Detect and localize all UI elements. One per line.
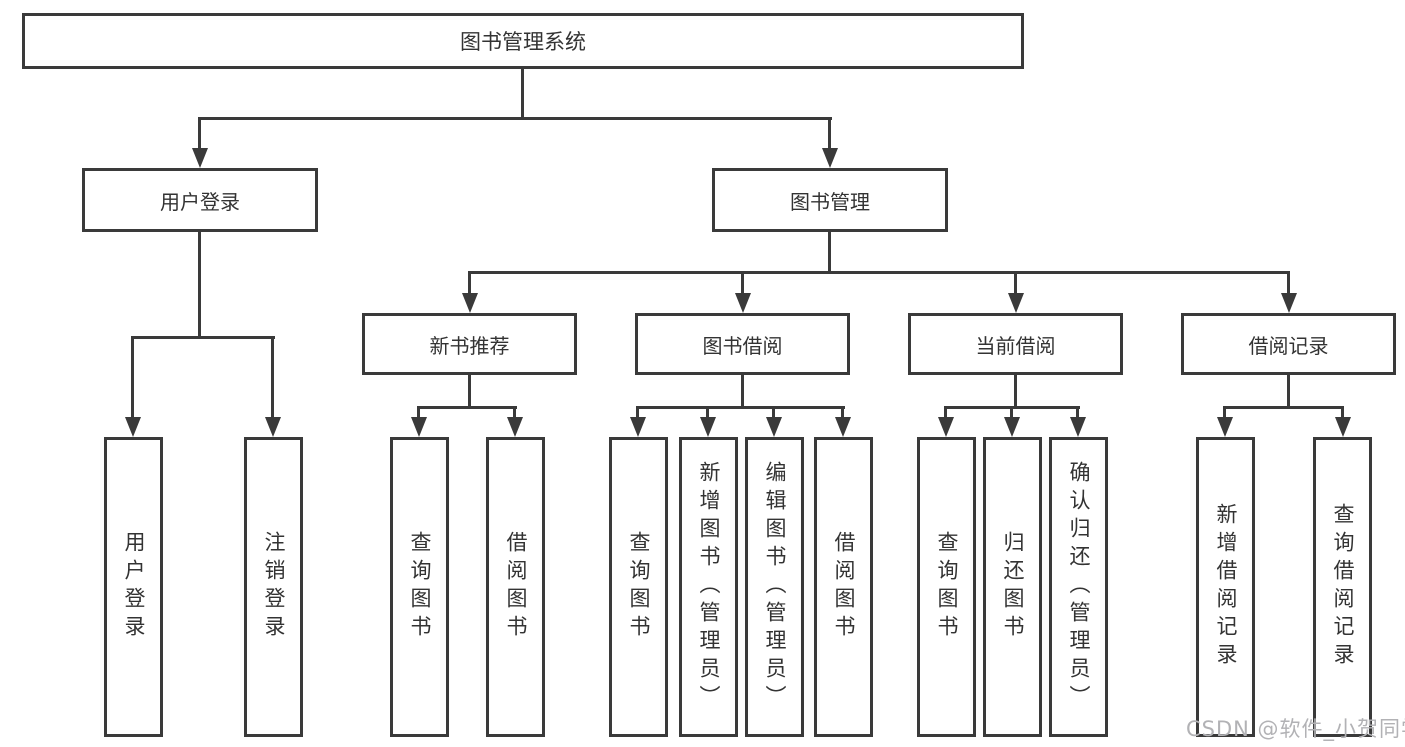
node-leaf-borrow-books-recommend: 借阅图书	[486, 437, 545, 737]
arrowhead-icon	[192, 148, 208, 168]
connector-line	[271, 336, 274, 417]
connector-line	[706, 406, 709, 417]
node-leaf-user-login: 用户登录	[104, 437, 163, 737]
connector-line	[1014, 271, 1017, 293]
connector-line	[636, 406, 845, 409]
connector-line	[131, 336, 134, 417]
connector-line	[513, 406, 516, 417]
connector-line	[1287, 271, 1290, 293]
connector-line	[772, 406, 775, 417]
arrowhead-icon	[1281, 293, 1297, 313]
node-leaf-confirm-return-admin: 确认归还（管理员）	[1049, 437, 1108, 737]
connector-line	[944, 406, 947, 417]
arrowhead-icon	[462, 293, 478, 313]
node-leaf-logout: 注销登录	[244, 437, 303, 737]
node-leaf-edit-books-admin: 编辑图书（管理员）	[745, 437, 804, 737]
node-current-borrowing: 当前借阅	[908, 313, 1123, 375]
connector-line	[1341, 406, 1344, 417]
arrowhead-icon	[265, 417, 281, 437]
arrowhead-icon	[1070, 417, 1086, 437]
connector-line	[1287, 375, 1290, 409]
connector-line	[828, 117, 831, 149]
connector-line	[636, 406, 639, 417]
node-leaf-query-books-borrowing: 查询图书	[609, 437, 668, 737]
arrowhead-icon	[735, 293, 751, 313]
arrowhead-icon	[700, 417, 716, 437]
connector-line	[417, 406, 517, 409]
arrowhead-icon	[835, 417, 851, 437]
arrowhead-icon	[822, 148, 838, 168]
connector-line	[841, 406, 844, 417]
node-leaf-query-books-recommend: 查询图书	[390, 437, 449, 737]
connector-line	[521, 69, 524, 120]
connector-line	[198, 117, 201, 149]
connector-line	[741, 375, 744, 409]
node-leaf-query-borrow-record: 查询借阅记录	[1313, 437, 1372, 737]
node-leaf-query-books-current: 查询图书	[917, 437, 976, 737]
connector-line	[1223, 406, 1226, 417]
arrowhead-icon	[1217, 417, 1233, 437]
connector-line	[468, 271, 1290, 274]
csdn-watermark: CSDN @软件_小贺同学	[1186, 717, 1405, 741]
connector-line	[468, 375, 471, 409]
connector-line	[828, 232, 831, 274]
arrowhead-icon	[766, 417, 782, 437]
arrowhead-icon	[938, 417, 954, 437]
connector-line	[131, 336, 275, 339]
arrowhead-icon	[1008, 293, 1024, 313]
node-leaf-return-books: 归还图书	[983, 437, 1042, 737]
arrowhead-icon	[125, 417, 141, 437]
node-new-book-recommend: 新书推荐	[362, 313, 577, 375]
arrowhead-icon	[630, 417, 646, 437]
connector-line	[1076, 406, 1079, 417]
connector-line	[1014, 375, 1017, 409]
connector-line	[198, 117, 832, 120]
arrowhead-icon	[411, 417, 427, 437]
node-borrowing-records: 借阅记录	[1181, 313, 1396, 375]
connector-line	[417, 406, 420, 417]
connector-line	[1223, 406, 1344, 409]
connector-line	[468, 271, 471, 293]
arrowhead-icon	[1004, 417, 1020, 437]
node-library-management-system: 图书管理系统	[22, 13, 1024, 69]
arrowhead-icon	[507, 417, 523, 437]
connector-line	[198, 232, 201, 339]
node-leaf-borrow-books: 借阅图书	[814, 437, 873, 737]
arrowhead-icon	[1335, 417, 1351, 437]
node-leaf-add-borrow-record: 新增借阅记录	[1196, 437, 1255, 737]
connector-line	[1010, 406, 1013, 417]
node-user-login: 用户登录	[82, 168, 318, 232]
node-book-borrowing: 图书借阅	[635, 313, 850, 375]
connector-line	[741, 271, 744, 293]
node-book-management: 图书管理	[712, 168, 948, 232]
node-leaf-add-books-admin: 新增图书（管理员）	[679, 437, 738, 737]
